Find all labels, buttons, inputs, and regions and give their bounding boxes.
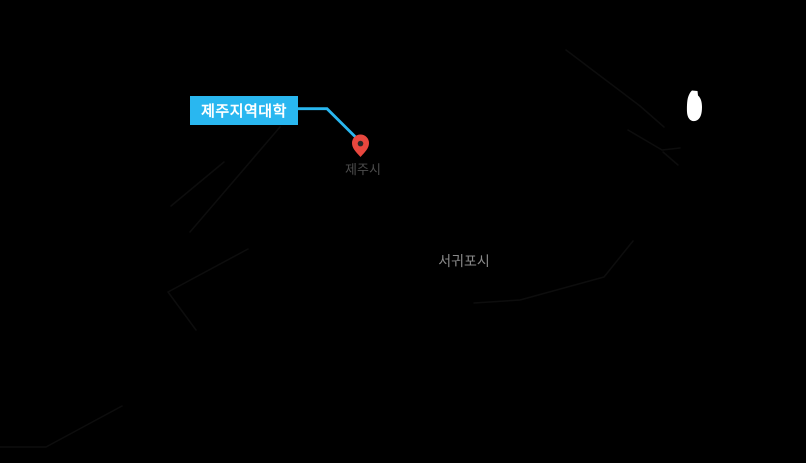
university-callout-label: 제주지역대학 xyxy=(201,103,287,120)
callout-connector-line xyxy=(298,107,357,139)
university-callout[interactable]: 제주지역대학 xyxy=(190,96,298,125)
road-line xyxy=(662,151,679,166)
roads-layer xyxy=(0,49,681,448)
pin-center-dot xyxy=(357,140,364,147)
road-line xyxy=(473,240,634,304)
road-line xyxy=(167,248,249,331)
road-line xyxy=(170,161,225,207)
road-line xyxy=(565,49,665,128)
seogwipo-city-label: 서귀포시 xyxy=(438,253,490,269)
road-line xyxy=(0,405,123,448)
jeju-city-label: 제주시 xyxy=(345,162,381,177)
udo-island-shape xyxy=(686,90,702,122)
road-line xyxy=(627,129,681,151)
road-line xyxy=(189,126,281,233)
location-pin-icon[interactable] xyxy=(352,134,369,158)
